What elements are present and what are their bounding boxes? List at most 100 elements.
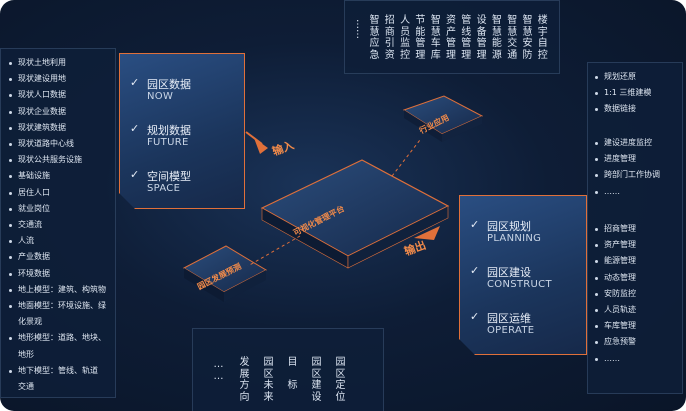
vertical-label: 发展方向 [239, 357, 250, 403]
char: 控 [400, 49, 411, 61]
list-item: 人员轨迹 [595, 302, 636, 318]
vertical-label: 招商引资 [384, 15, 395, 61]
char: 监 [400, 38, 411, 49]
char: 管 [446, 38, 456, 49]
list-item: 地上模型：建筑、构筑物 [9, 282, 106, 298]
input-arrow-icon [254, 138, 268, 154]
list-item: 1:1 三维建模 [595, 85, 651, 101]
char: 慧 [369, 26, 380, 38]
list-item: 环境数据 [9, 266, 106, 282]
char: 能 [491, 38, 502, 49]
char: 线 [461, 26, 472, 38]
right-list-operation: 招商管理资产管理能源管理动态管理安防监控人员轨迹车库管理应急预警…… [595, 221, 636, 367]
list-item: 动态管理 [595, 270, 636, 286]
list-item: 建设进度监控 [595, 135, 660, 151]
char: 引 [384, 38, 395, 49]
char: 员 [400, 26, 411, 38]
check-icon: ✓ [130, 122, 140, 135]
char: 控 [537, 49, 548, 61]
char: 管 [415, 38, 426, 49]
char: 备 [476, 26, 487, 38]
list-item: 现状企业数据 [9, 104, 106, 120]
list-item: 交通 [18, 382, 34, 392]
char: 急 [369, 49, 380, 61]
char: 智 [491, 15, 502, 26]
char: 应 [369, 38, 380, 49]
vertical-label: 智慧能源 [491, 15, 502, 61]
card-item-subtitle: PLANNING [487, 233, 542, 244]
list-item: 跨部门工作协调 [595, 167, 660, 183]
list-item: 现状道路中心线 [9, 136, 106, 152]
char: 车 [430, 38, 441, 49]
list-item: 招商管理 [595, 221, 636, 237]
left-data-panel: 现状土地利用现状建设用地现状人口数据现状企业数据现状建筑数据现状道路中心线现状公… [0, 48, 116, 398]
char: 园 [311, 357, 322, 368]
list-item: 进度管理 [595, 151, 660, 167]
vertical-label: 资产管理 [446, 15, 457, 61]
vertical-label: 园区未来 [263, 357, 274, 403]
list-item: 应急预警 [595, 334, 636, 350]
char: 建 [311, 380, 322, 391]
card-item-title: 园区运维 [487, 312, 531, 325]
card-item-subtitle: FUTURE [147, 137, 189, 148]
list-item: 安防监控 [595, 286, 636, 302]
bottom-target-panel: 发展方向园区未来目标园区建设园区定位…… [192, 328, 384, 411]
list-item: 人流 [9, 233, 106, 249]
top-application-panel: ……智慧应急招商引资人员监控节能管理智慧车库资产管理管线管理设备管理智慧能源智慧… [344, 0, 560, 74]
card-item-title: 园区规划 [487, 220, 531, 233]
check-icon: ✓ [130, 76, 140, 89]
card-item-title: 园区数据 [147, 78, 191, 91]
list-item: 地下模型：管线、轨道 [9, 363, 106, 379]
list-item: 能源管理 [595, 253, 636, 269]
card-item-subtitle: NOW [147, 91, 174, 102]
char: 目 [287, 357, 298, 368]
left-data-list: 现状土地利用现状建设用地现状人口数据现状企业数据现状建筑数据现状道路中心线现状公… [9, 55, 106, 395]
char: 来 [263, 391, 274, 403]
char: 管 [476, 38, 487, 49]
char: 理 [446, 49, 456, 61]
vertical-label: 园区建设 [311, 357, 322, 403]
char: 慧 [491, 26, 502, 38]
char: 智 [507, 15, 518, 26]
card-item-subtitle: OPERATE [487, 325, 535, 336]
char: 智 [522, 15, 533, 26]
list-item: 规划还原 [595, 69, 651, 85]
vertical-label: 智慧应急 [369, 15, 380, 61]
char: 理 [415, 49, 426, 61]
char: 安 [522, 38, 533, 49]
vertical-label: 节能管理 [415, 15, 426, 61]
char: 区 [311, 368, 322, 380]
char: 节 [415, 15, 426, 26]
char: 设 [476, 15, 487, 26]
char: 位 [335, 391, 346, 403]
list-item: 就业岗位 [9, 201, 106, 217]
char: 自 [537, 38, 548, 49]
list-item: 化景观 [18, 317, 42, 327]
check-icon: ✓ [130, 168, 140, 181]
card-item-subtitle: CONSTRUCT [487, 279, 552, 290]
list-item: 现状建筑数据 [9, 120, 106, 136]
list-item: 产业数据 [9, 249, 106, 265]
char: 理 [476, 49, 487, 61]
char: 慧 [507, 26, 518, 38]
card-item-subtitle: SPACE [147, 183, 181, 194]
char: 招 [384, 15, 395, 26]
check-icon: ✓ [470, 264, 480, 277]
list-item: …… [595, 351, 636, 367]
char: 能 [415, 26, 426, 38]
vertical-label: 智慧交通 [507, 15, 518, 61]
list-item: 资产管理 [595, 237, 636, 253]
char: 智 [430, 15, 441, 26]
char: 通 [507, 49, 518, 61]
list-item: 交通流 [9, 217, 106, 233]
char: 设 [311, 391, 322, 403]
char: 区 [263, 368, 274, 380]
char: 产 [446, 26, 456, 38]
list-item: 基础设施 [9, 168, 106, 184]
char: 楼 [537, 15, 548, 26]
